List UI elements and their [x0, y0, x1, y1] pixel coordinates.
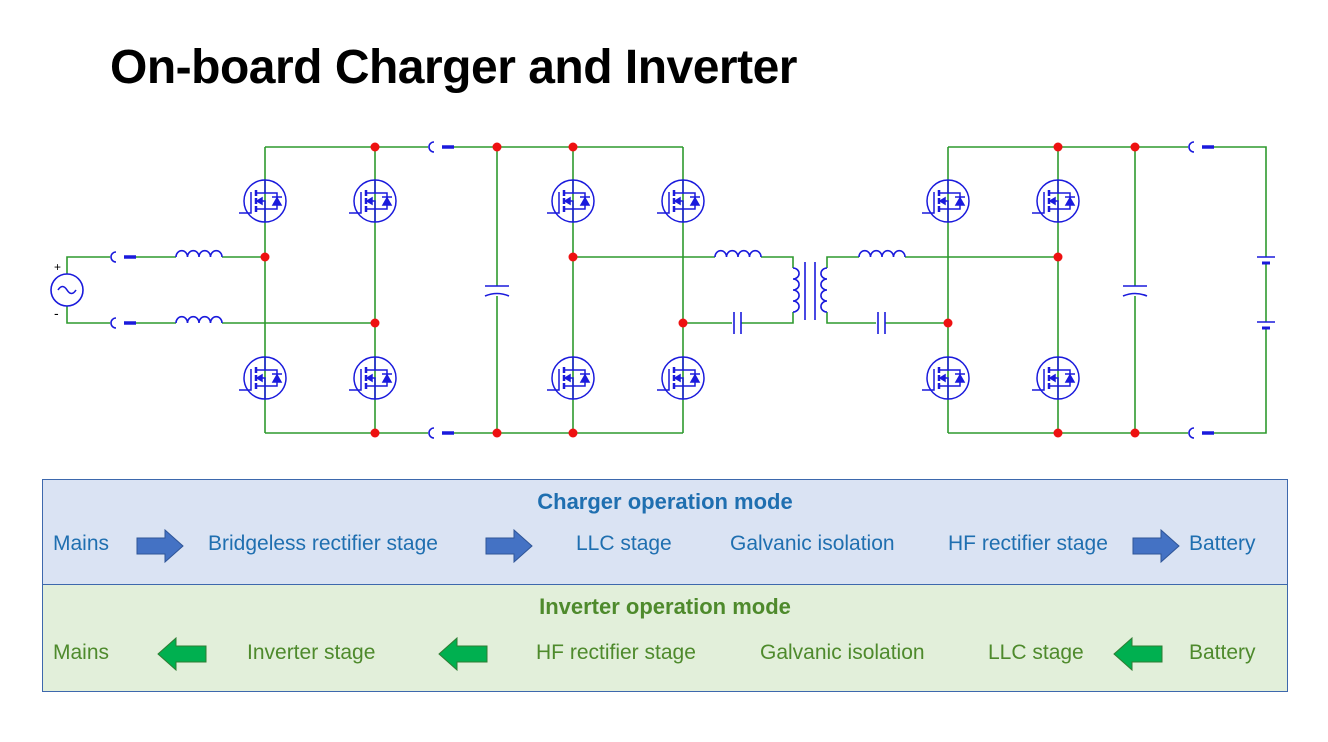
junction-node	[260, 252, 270, 262]
left-arrow-icon	[1113, 637, 1163, 671]
wire	[66, 256, 110, 274]
junction-node	[1053, 252, 1063, 262]
mosfet-icon	[239, 179, 287, 223]
right-arrow-icon	[1132, 529, 1180, 563]
capacitor-icon	[1122, 285, 1148, 297]
connector-icon	[110, 251, 136, 263]
mosfet-icon	[1032, 179, 1080, 223]
junction-node	[1053, 142, 1063, 152]
junction-nodes	[260, 142, 1140, 438]
charger-stage-isolation: Galvanic isolation	[730, 532, 895, 555]
wire	[826, 312, 876, 324]
charger-stage-hf-rectifier: HF rectifier stage	[948, 532, 1108, 555]
mosfet-icon	[547, 356, 595, 400]
inductor-icon	[858, 249, 906, 258]
circuit-schematic: + -	[50, 141, 1275, 439]
connector-icon	[1188, 427, 1214, 439]
mosfet-icon	[349, 179, 397, 223]
inductor-icon	[175, 249, 223, 258]
mosfet-icon	[547, 179, 595, 223]
charger-mode-panel: Charger operation mode Mains Bridgeless …	[42, 479, 1288, 585]
left-arrow-icon	[438, 637, 488, 671]
inverter-mode-title: Inverter operation mode	[539, 594, 791, 619]
inverter-stage-hf-rectifier: HF rectifier stage	[536, 641, 696, 664]
mosfet-icon	[657, 356, 705, 400]
connector-icon	[1188, 141, 1214, 153]
page-title: On-board Charger and Inverter	[110, 41, 797, 94]
inverter-stage-battery: Battery	[1189, 641, 1256, 664]
junction-node	[370, 428, 380, 438]
capacitor-icon	[484, 285, 510, 297]
battery-cell-icon	[1257, 256, 1275, 265]
battery-cell-icon	[1257, 321, 1275, 330]
connector-icon	[428, 141, 454, 153]
wire	[826, 256, 859, 268]
ac-source-icon	[50, 273, 84, 307]
junction-node	[943, 318, 953, 328]
right-arrow-icon	[485, 529, 533, 563]
connector-icon	[110, 317, 136, 329]
junction-node	[370, 142, 380, 152]
mosfet-icon	[657, 179, 705, 223]
charger-stage-rectifier: Bridgeless rectifier stage	[208, 532, 438, 555]
charger-stage-battery: Battery	[1189, 532, 1256, 555]
inverter-stage-mains: Mains	[53, 641, 110, 664]
mosfet-icon	[239, 356, 287, 400]
wire	[1214, 328, 1267, 434]
junction-node	[492, 428, 502, 438]
junction-node	[492, 142, 502, 152]
left-arrow-icon	[157, 637, 207, 671]
mosfet-group	[239, 179, 1080, 400]
wire	[761, 256, 794, 268]
mosfet-icon	[922, 179, 970, 223]
circuit-components	[50, 141, 1275, 439]
charger-mode-title: Charger operation mode	[537, 489, 793, 514]
charger-stage-mains: Mains	[53, 532, 110, 555]
junction-node	[568, 142, 578, 152]
mosfet-icon	[1032, 356, 1080, 400]
wire	[1214, 146, 1267, 257]
right-arrow-icon	[136, 529, 184, 563]
inverter-stage-isolation: Galvanic isolation	[760, 641, 925, 664]
wire	[66, 306, 110, 324]
junction-node	[568, 252, 578, 262]
transformer-winding-icon	[820, 267, 828, 313]
mosfet-icon	[922, 356, 970, 400]
inverter-mode-panel: Inverter operation mode Mains Inverter s…	[42, 585, 1288, 692]
junction-node	[1130, 142, 1140, 152]
charger-stage-llc: LLC stage	[576, 532, 672, 555]
wire	[741, 312, 794, 324]
mosfet-icon	[349, 356, 397, 400]
junction-node	[370, 318, 380, 328]
inductor-icon	[714, 249, 762, 258]
inverter-stage-llc: LLC stage	[988, 641, 1084, 664]
capacitor-icon	[877, 312, 886, 334]
source-plus-label: +	[54, 260, 61, 274]
inductor-icon	[175, 315, 223, 324]
source-minus-label: -	[54, 305, 59, 321]
capacitor-icon	[733, 312, 742, 334]
junction-node	[568, 428, 578, 438]
connector-icon	[428, 427, 454, 439]
junction-node	[1053, 428, 1063, 438]
inverter-stage-inverter: Inverter stage	[247, 641, 376, 664]
transformer-winding-icon	[792, 267, 800, 313]
junction-node	[1130, 428, 1140, 438]
junction-node	[678, 318, 688, 328]
